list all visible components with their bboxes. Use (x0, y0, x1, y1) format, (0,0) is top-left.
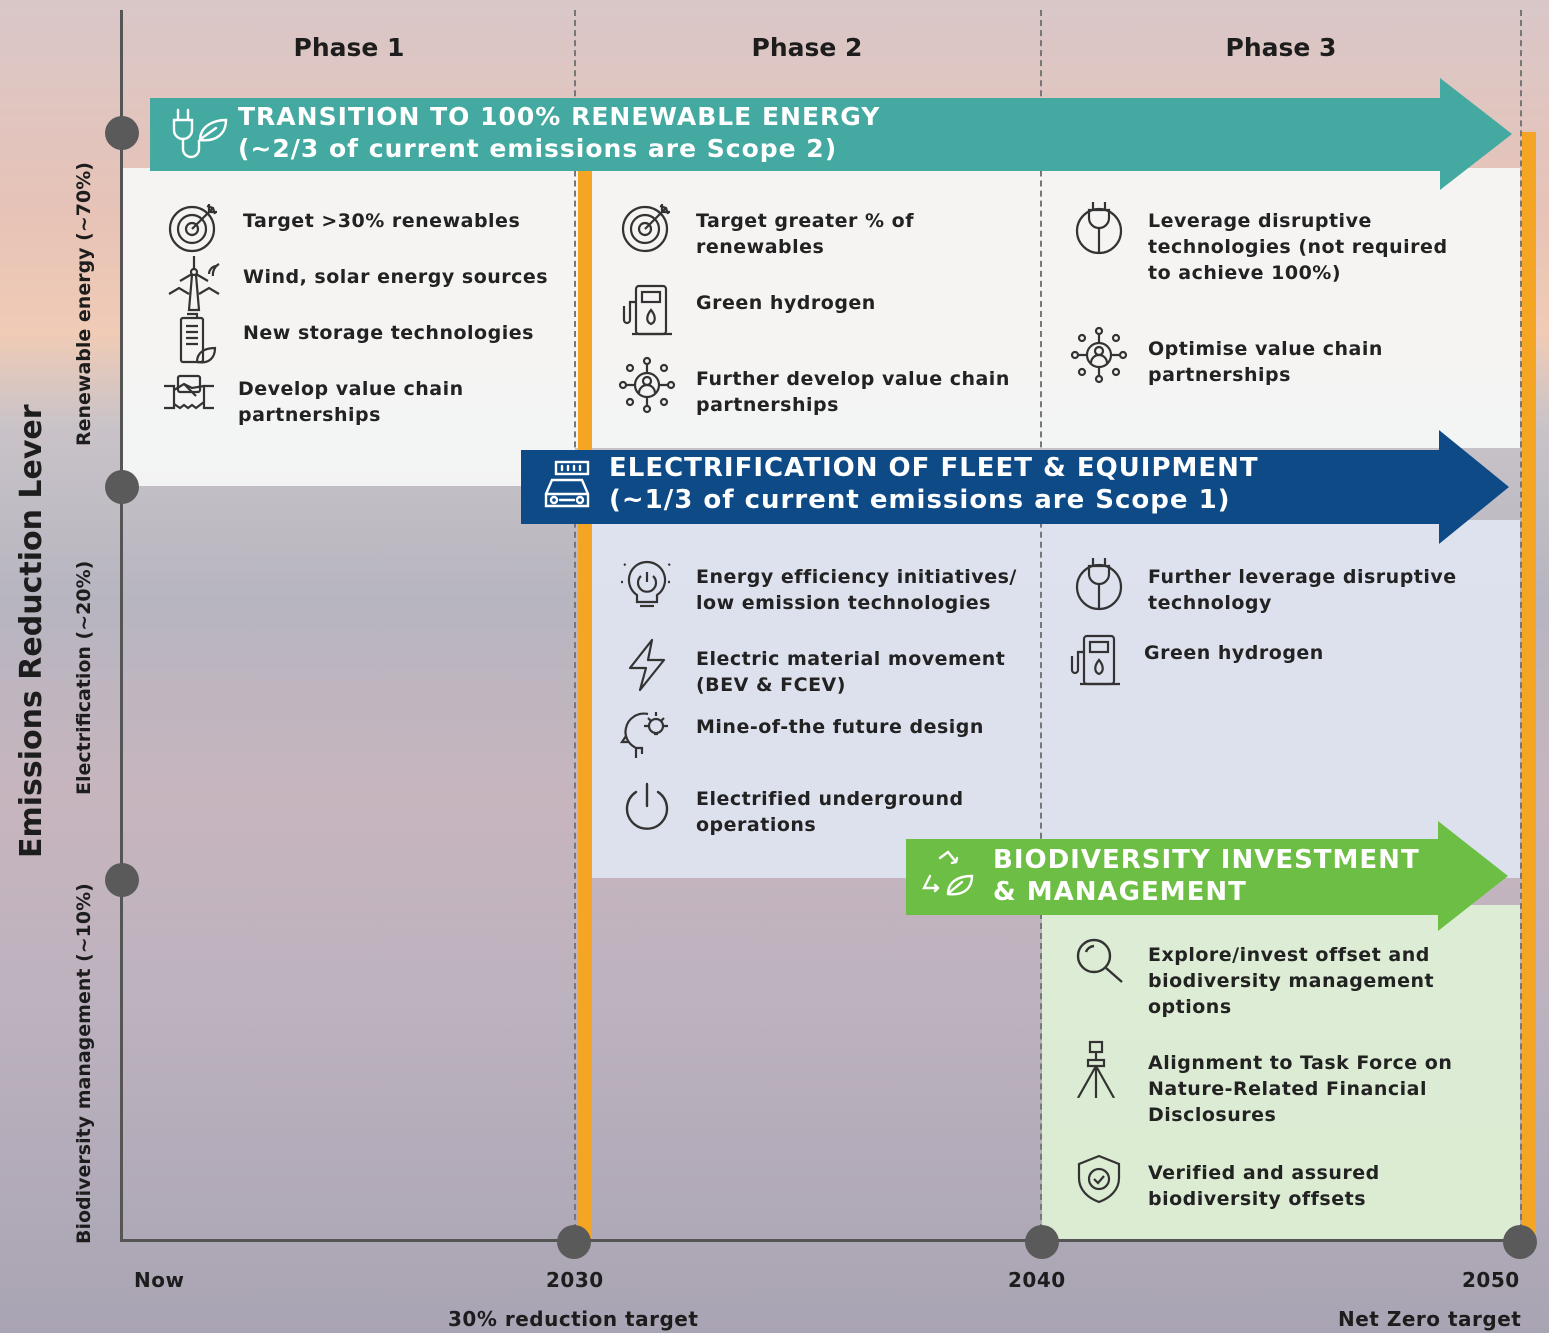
renewable-banner-title: TRANSITION TO 100% RENEWABLE ENERGY (238, 102, 881, 131)
biodiversity-banner-arrow (906, 821, 1508, 931)
list-item: New storage technologies (165, 310, 565, 368)
x-tick-2050: 2050 (1462, 1268, 1520, 1292)
y-axis-title: Emissions Reduction Lever (14, 404, 49, 858)
renewable-banner-subtitle: (~2/3 of current emissions are Scope 2) (238, 134, 838, 163)
x-axis-node-2030 (557, 1225, 591, 1259)
bulb-power-icon (618, 554, 676, 612)
lever-label-electrification: Electrification (~20%) (73, 560, 95, 795)
survey-tripod-icon (1070, 1040, 1128, 1099)
y-axis-node-3 (105, 863, 139, 897)
list-item: Further leverage disruptive technology (1070, 554, 1510, 616)
x-axis-node-2050 (1503, 1225, 1537, 1259)
hydrogen-pump-icon (618, 280, 676, 338)
x-tick-2030: 2030 (546, 1268, 604, 1292)
network-person-icon (1070, 326, 1128, 384)
vehicle-icon (540, 458, 596, 514)
x-tick-2040: 2040 (1008, 1268, 1066, 1292)
biodiversity-banner-subtitle: & MANAGEMENT (993, 877, 1247, 907)
phase-2-header: Phase 2 (751, 33, 863, 62)
x-axis-line (120, 1239, 1522, 1242)
wind-turbine-icon (165, 254, 223, 312)
phase-divider-2 (1040, 10, 1042, 1240)
list-item: Alignment to Task Force on Nature-Relate… (1070, 1040, 1520, 1128)
lever-label-renewable: Renewable energy (~70%) (73, 162, 95, 446)
phase-3-header: Phase 3 (1225, 33, 1337, 62)
list-item: Electric material movement (BEV & FCEV) (618, 636, 1048, 698)
power-icon (618, 776, 676, 834)
recycle-leaf-icon (920, 846, 978, 904)
hydrogen-pump-icon (1066, 630, 1124, 688)
electrification-banner-arrow (521, 430, 1509, 544)
network-person-icon (618, 356, 676, 414)
head-idea-icon (618, 704, 676, 762)
list-item: Green hydrogen (618, 280, 1018, 338)
plug-circle-icon (1070, 198, 1128, 256)
y-axis-line (120, 10, 123, 1242)
list-item: Target >30% renewables (165, 198, 565, 256)
list-item: Electrified underground operations (618, 776, 1048, 838)
list-item: Optimise value chain partnerships (1070, 326, 1510, 388)
target-icon (165, 198, 223, 256)
plug-leaf-icon (170, 106, 230, 162)
electrification-banner-title: ELECTRIFICATION OF FLEET & EQUIPMENT (609, 453, 1259, 483)
lever-label-biodiversity: Biodiversity management (~10%) (73, 883, 95, 1244)
phase-divider-3 (1520, 10, 1522, 1240)
biodiversity-panel (1042, 905, 1520, 1241)
list-item: Energy efficiency initiatives/ low emiss… (618, 554, 1048, 616)
milestone-bar-2050 (1522, 132, 1536, 1240)
shield-check-icon (1070, 1150, 1128, 1208)
x-note-2050: Net Zero target (1338, 1307, 1522, 1331)
x-axis-node-2040 (1025, 1225, 1059, 1259)
renewable-panel-phase2-3 (575, 168, 1520, 448)
renewable-panel-phase1 (123, 168, 575, 486)
electrification-panel (592, 520, 1520, 878)
biodiversity-banner-title: BIODIVERSITY INVESTMENT (993, 845, 1420, 875)
list-item: Leverage disruptive technologies (not re… (1070, 198, 1510, 286)
list-item: Mine-of-the future design (618, 704, 1048, 762)
list-item: Target greater % of renewables (618, 198, 1018, 260)
list-item: Further develop value chain partnerships (618, 356, 1038, 418)
lightning-icon (618, 636, 676, 694)
list-item: Verified and assured biodiversity offset… (1070, 1150, 1510, 1212)
list-item: Explore/invest offset and biodiversity m… (1070, 932, 1510, 1020)
y-axis-node-1 (105, 116, 139, 150)
target-icon (618, 198, 676, 256)
phase-1-header: Phase 1 (293, 33, 405, 62)
milestone-bar-2030 (578, 168, 592, 1240)
y-axis-node-2 (105, 470, 139, 504)
list-item: Green hydrogen (1066, 630, 1506, 688)
renewable-banner-arrow (150, 78, 1512, 190)
list-item: Develop value chain partnerships (160, 366, 560, 428)
magnifier-icon (1070, 932, 1128, 990)
battery-icon (165, 310, 223, 368)
x-tick-now: Now (134, 1268, 185, 1292)
plug-circle-icon (1070, 554, 1128, 612)
electrification-banner-subtitle: (~1/3 of current emissions are Scope 1) (609, 485, 1231, 515)
handshake-icon (160, 366, 218, 424)
x-note-2030: 30% reduction target (448, 1307, 699, 1331)
phase-divider-1 (574, 10, 576, 1240)
list-item: Wind, solar energy sources (165, 254, 565, 312)
